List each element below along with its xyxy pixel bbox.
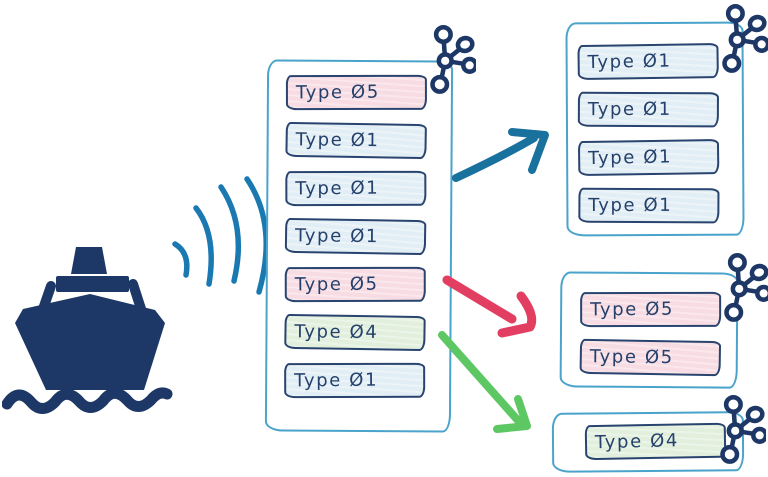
message-row: Type Ø1 xyxy=(285,121,427,160)
ship-icon xyxy=(2,247,173,414)
message-row-label: Type Ø1 xyxy=(588,194,673,217)
network-hub-icon xyxy=(418,22,476,96)
message-row-label: Type Ø1 xyxy=(587,50,672,74)
message-row: Type Ø4 xyxy=(284,313,426,352)
message-row-label: Type Ø1 xyxy=(587,98,672,121)
arrow-red xyxy=(442,275,537,338)
message-row: Type Ø5 xyxy=(284,266,426,303)
network-hub-icon xyxy=(708,392,766,466)
arrow-blue xyxy=(452,128,549,182)
message-row: Type Ø5 xyxy=(285,74,427,111)
message-row-label: Type Ø1 xyxy=(294,225,380,248)
message-row: Type Ø1 xyxy=(285,170,427,207)
message-row: Type Ø1 xyxy=(577,91,719,128)
network-hub-icon xyxy=(710,1,768,75)
message-row-label: Type Ø5 xyxy=(294,273,379,296)
message-row-label: Type Ø1 xyxy=(295,177,380,200)
source-message-box: Type Ø5 Type Ø1 Type Ø1 Type Ø1 Type Ø5 … xyxy=(264,59,454,433)
message-row-label: Type Ø5 xyxy=(295,81,380,104)
message-row-label: Type Ø4 xyxy=(294,321,379,344)
message-row: Type Ø1 xyxy=(284,362,426,399)
message-row-label: Type Ø4 xyxy=(594,430,680,454)
water-wave xyxy=(2,387,173,414)
message-row: Type Ø1 xyxy=(284,217,427,256)
message-row: Type Ø1 xyxy=(577,43,719,81)
message-row: Type Ø1 xyxy=(578,187,720,224)
message-row-label: Type Ø1 xyxy=(295,129,380,152)
arrow-green xyxy=(438,331,531,433)
message-row: Type Ø1 xyxy=(577,139,720,177)
message-row-label: Type Ø5 xyxy=(590,298,675,321)
message-row-label: Type Ø1 xyxy=(587,146,673,170)
message-row: Type Ø5 xyxy=(580,291,722,328)
message-row: Type Ø5 xyxy=(579,338,722,377)
message-row-label: Type Ø1 xyxy=(294,369,379,392)
network-hub-icon xyxy=(712,250,768,324)
signal-waves-icon xyxy=(172,176,269,295)
message-row: Type Ø4 xyxy=(584,422,727,461)
message-row-label: Type Ø5 xyxy=(589,346,674,369)
